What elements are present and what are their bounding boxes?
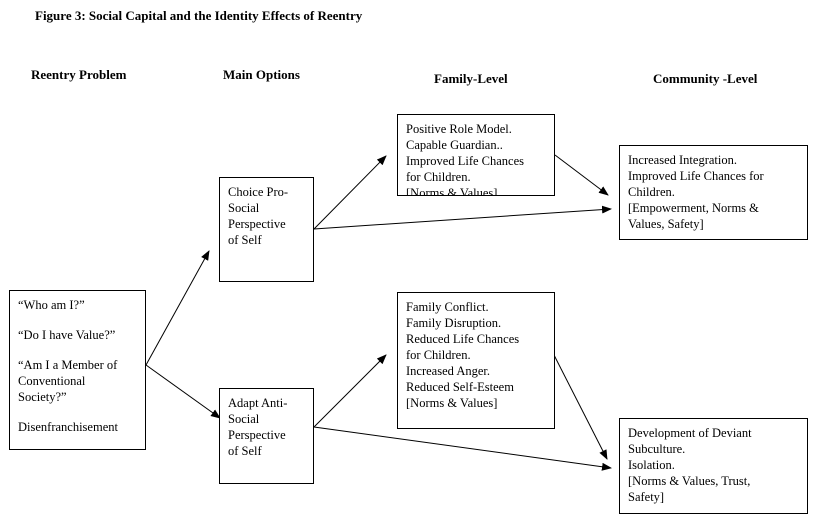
reentry-question-member-line2: Conventional <box>18 374 86 388</box>
anti-social-line-4: of Self <box>228 444 262 458</box>
family-negative-line-4: for Children. <box>406 348 471 362</box>
box-anti-social-option: Adapt Anti- Social Perspective of Self <box>219 388 314 484</box>
figure-title: Figure 3: Social Capital and the Identit… <box>35 8 363 23</box>
family-negative-line-7: [Norms & Values] <box>406 396 498 410</box>
community-positive-line-2: Improved Life Chances for <box>628 169 764 183</box>
anti-social-line-2: Social <box>228 412 260 426</box>
pro-social-line-1: Choice Pro- <box>228 185 289 199</box>
family-negative-line-5: Increased Anger. <box>406 364 490 378</box>
reentry-question-member-line1: “Am I a Member of <box>18 358 118 372</box>
box-family-positive: Positive Role Model. Capable Guardian.. … <box>397 114 555 196</box>
community-negative-line-1: Development of Deviant <box>628 426 752 440</box>
arrow-anti-social-to-community-negative <box>313 426 612 471</box>
family-positive-line-5: [Norms & Values] <box>406 186 498 196</box>
column-heading-reentry-problem: Reentry Problem <box>31 67 127 82</box>
community-negative-line-4: [Norms & Values, Trust, <box>628 474 751 488</box>
pro-social-line-3: Perspective <box>228 217 286 231</box>
community-positive-line-1: Increased Integration. <box>628 153 737 167</box>
anti-social-line-3: Perspective <box>228 428 286 442</box>
arrow-anti-social-to-family-negative <box>313 354 387 428</box>
column-heading-main-options: Main Options <box>223 67 300 82</box>
box-pro-social-option: Choice Pro- Social Perspective of Self <box>219 177 314 282</box>
family-positive-line-3: Improved Life Chances <box>406 154 525 168</box>
family-positive-line-1: Positive Role Model. <box>406 122 512 136</box>
pro-social-line-2: Social <box>228 201 260 215</box>
anti-social-line-1: Adapt Anti- <box>228 396 288 410</box>
arrow-pro-social-to-community-positive <box>313 205 612 230</box>
box-reentry-problem: “Who am I?” “Do I have Value?” “Am I a M… <box>9 290 146 450</box>
arrow-pro-social-to-family-positive <box>313 155 387 230</box>
family-positive-line-2: Capable Guardian.. <box>406 138 503 152</box>
community-positive-line-5: Values, Safety] <box>628 217 704 231</box>
pro-social-line-4: of Self <box>228 233 262 247</box>
community-negative-line-2: Subculture. <box>628 442 686 456</box>
box-family-negative: Family Conflict. Family Disruption. Redu… <box>397 292 555 429</box>
family-negative-line-6: Reduced Self-Esteem <box>406 380 514 394</box>
reentry-question-value: “Do I have Value?” <box>18 328 116 342</box>
column-heading-family-level: Family-Level <box>434 71 508 86</box>
arrow-reentry-to-pro-social <box>145 250 210 366</box>
arrow-family-negative-to-community-negative <box>553 354 608 460</box>
arrow-family-positive-to-community-positive <box>554 154 609 196</box>
community-positive-line-4: [Empowerment, Norms & <box>628 201 759 215</box>
reentry-disenfranchisement: Disenfranchisement <box>18 420 118 434</box>
family-negative-line-2: Family Disruption. <box>406 316 502 330</box>
community-positive-line-3: Children. <box>628 185 675 199</box>
family-positive-line-4: for Children. <box>406 170 471 184</box>
box-community-positive: Increased Integration. Improved Life Cha… <box>619 145 808 240</box>
family-negative-line-3: Reduced Life Chances <box>406 332 520 346</box>
column-heading-community-level: Community -Level <box>653 71 758 86</box>
community-negative-line-3: Isolation. <box>628 458 675 472</box>
arrow-reentry-to-anti-social <box>145 364 221 419</box>
family-negative-line-1: Family Conflict. <box>406 300 489 314</box>
box-community-negative: Development of Deviant Subculture. Isola… <box>619 418 808 514</box>
reentry-question-who-am-i: “Who am I?” <box>18 298 85 312</box>
reentry-question-member-line3: Society?” <box>18 390 67 404</box>
community-negative-line-5: Safety] <box>628 490 665 504</box>
